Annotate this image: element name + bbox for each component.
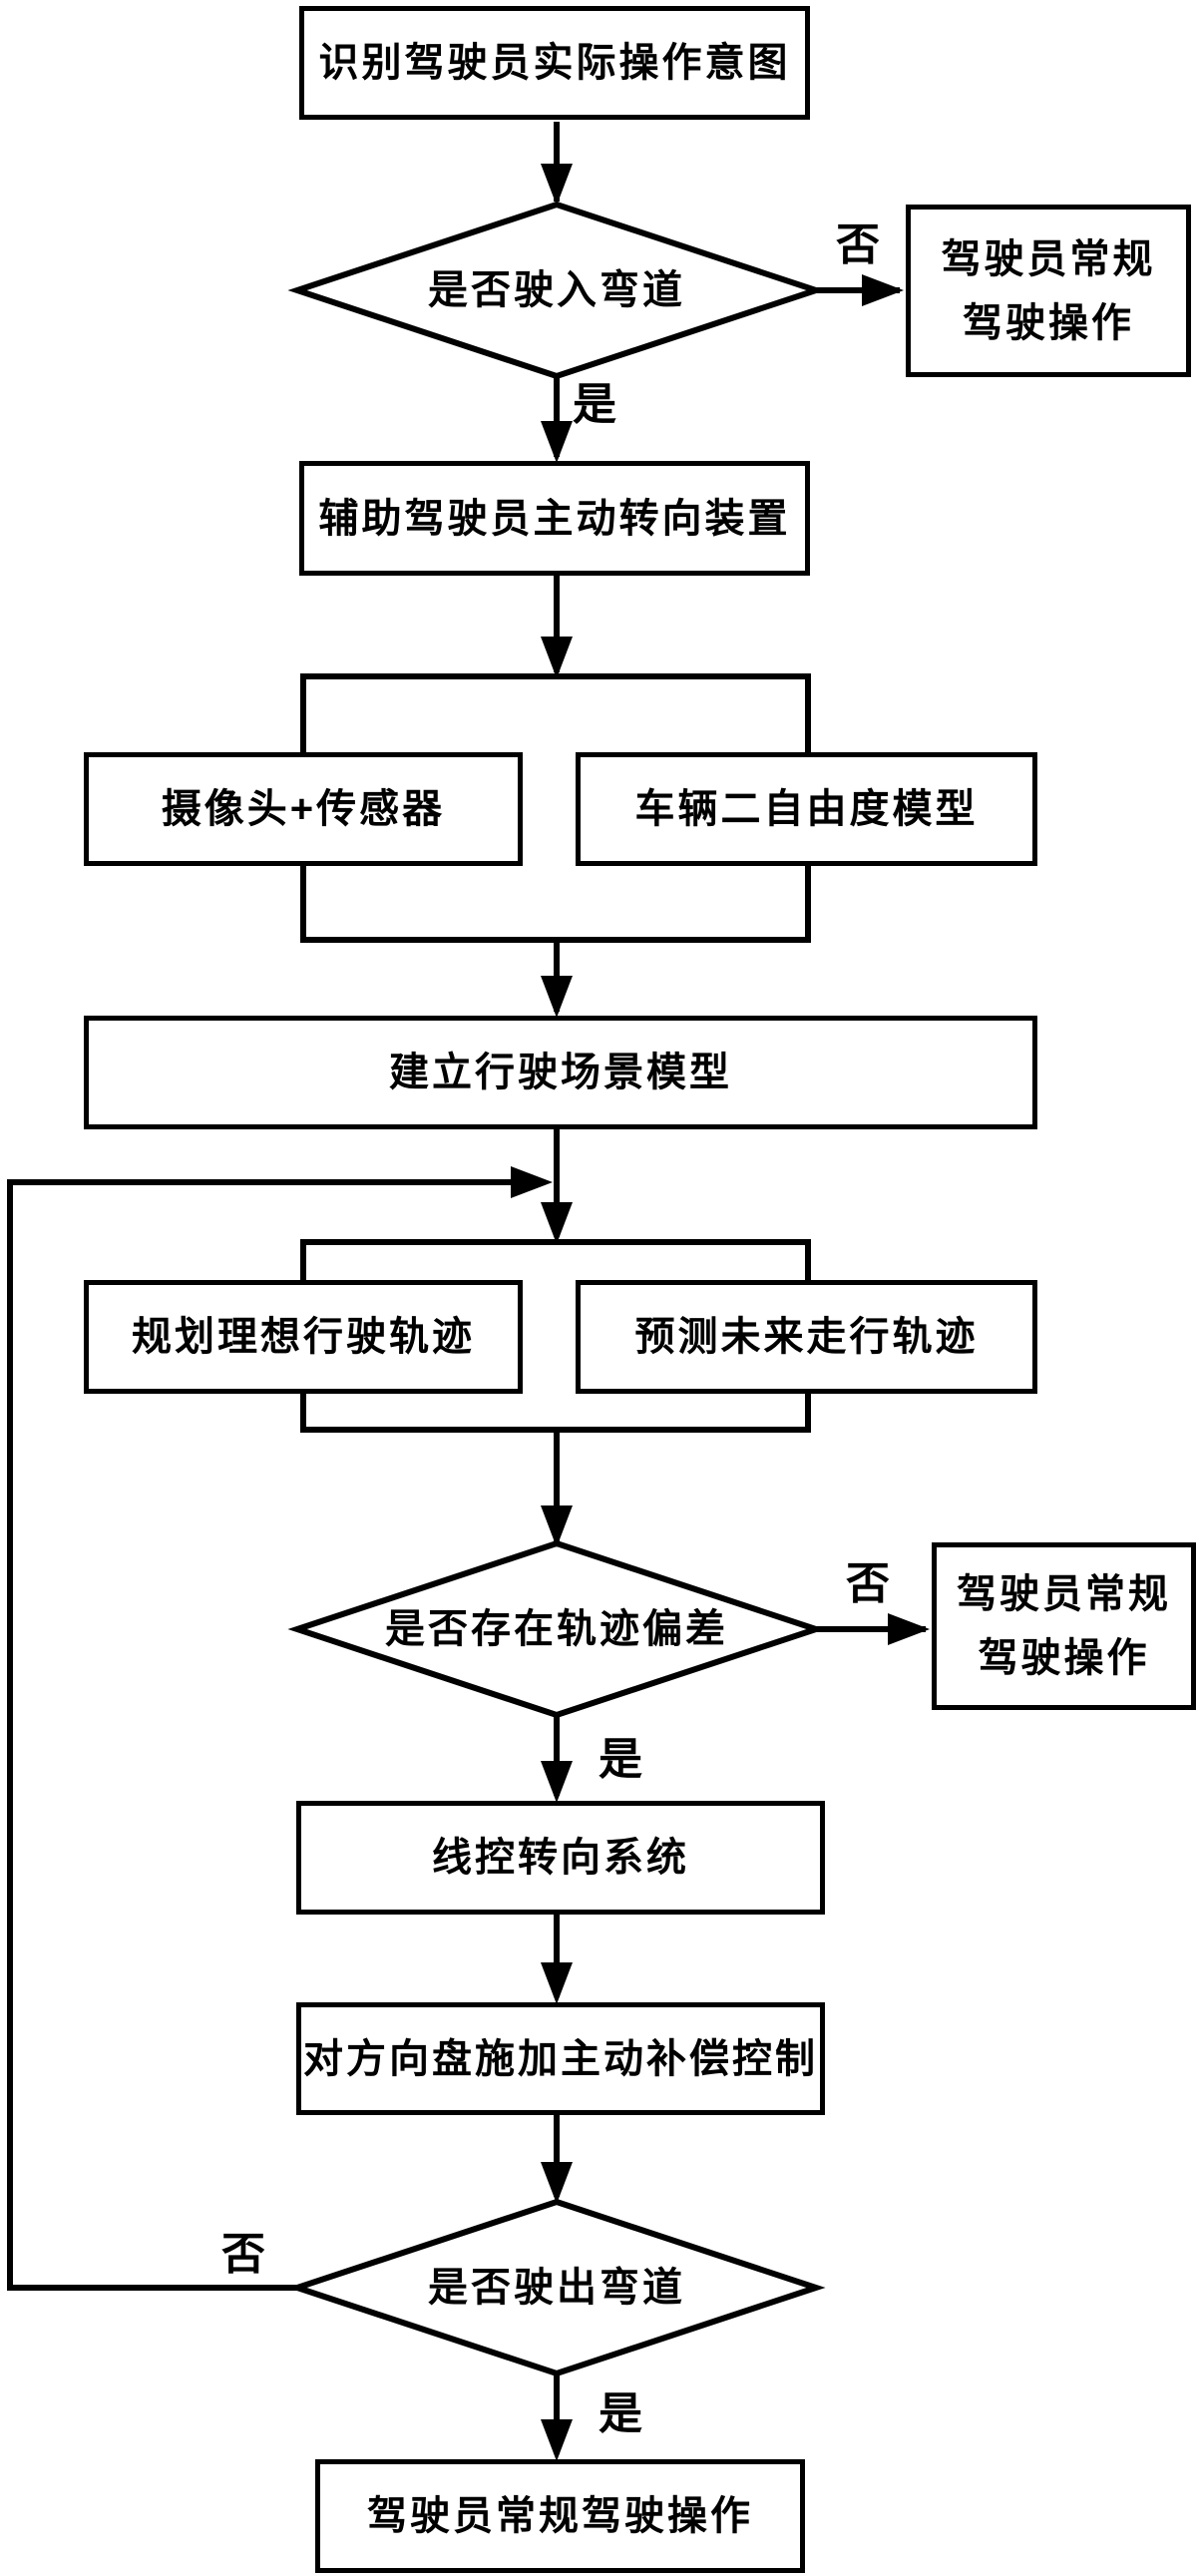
diamond-trajectory-deviation xyxy=(287,1539,826,1719)
node-normal-driving-end-label: 驾驶员常规驾驶操作 xyxy=(367,2494,753,2538)
arrowhead-down-icon xyxy=(541,1962,573,2004)
arrowhead-right-icon xyxy=(511,1166,553,1198)
edge-label-no-3: 否 xyxy=(221,2230,265,2279)
arrowhead-down-icon xyxy=(541,976,573,1018)
node-vehicle-2dof-model-label: 车辆二自由度模型 xyxy=(634,787,979,831)
arrowhead-down-icon xyxy=(541,637,573,678)
node-driving-scene-model: 建立行驶场景模型 xyxy=(84,1016,1037,1129)
arrowhead-down-icon xyxy=(541,1202,573,1244)
split1-top-bar xyxy=(300,673,811,752)
edge-label-yes-2: 是 xyxy=(599,1735,642,1784)
edge-label-yes-1: 是 xyxy=(573,380,616,429)
arrowhead-right-icon xyxy=(888,1613,930,1645)
arrowhead-right-icon xyxy=(862,274,904,306)
diamond-exit-curve xyxy=(287,2198,826,2377)
split2-bottom-bar xyxy=(300,1393,811,1433)
split1-bottom-bar xyxy=(300,866,811,943)
node-plan-ideal-trajectory: 规划理想行驶轨迹 xyxy=(84,1280,523,1394)
arrowhead-down-icon xyxy=(541,164,573,206)
node-normal-driving-end: 驾驶员常规驾驶操作 xyxy=(315,2459,805,2573)
node-vehicle-2dof-model: 车辆二自由度模型 xyxy=(576,752,1037,866)
node-normal-driving-1-label: 驾驶员常规 驾驶操作 xyxy=(941,236,1156,345)
node-identify-intent-label: 识别驾驶员实际操作意图 xyxy=(318,41,791,85)
feedback-loop-line xyxy=(7,1179,539,2291)
edge-label-yes-3: 是 xyxy=(599,2389,642,2438)
node-camera-sensor: 摄像头+传感器 xyxy=(84,752,523,866)
node-plan-ideal-trajectory-label: 规划理想行驶轨迹 xyxy=(132,1315,475,1359)
node-steering-wheel-compensation-label: 对方向盘施加主动补偿控制 xyxy=(303,2036,818,2081)
node-normal-driving-1: 驾驶员常规 驾驶操作 xyxy=(906,205,1191,377)
node-steer-by-wire-system: 线控转向系统 xyxy=(296,1801,825,1915)
diamond-enter-curve xyxy=(287,201,826,380)
node-predict-future-trajectory-label: 预测未来走行轨迹 xyxy=(634,1315,979,1359)
decision-shapes xyxy=(287,201,826,2377)
node-normal-driving-2-label: 驾驶员常规 驾驶操作 xyxy=(957,1572,1171,1680)
edge-label-no-2: 否 xyxy=(846,1559,890,1608)
node-steering-wheel-compensation: 对方向盘施加主动补偿控制 xyxy=(296,2002,825,2115)
arrowhead-down-icon xyxy=(541,2162,573,2204)
node-active-steering-assist-label: 辅助驾驶员主动转向装置 xyxy=(318,496,791,541)
node-steer-by-wire-system-label: 线控转向系统 xyxy=(432,1836,689,1880)
node-active-steering-assist: 辅助驾驶员主动转向装置 xyxy=(299,461,810,576)
node-driving-scene-model-label: 建立行驶场景模型 xyxy=(389,1051,732,1094)
arrowhead-down-icon xyxy=(541,421,573,463)
node-camera-sensor-label: 摄像头+传感器 xyxy=(161,787,446,831)
node-identify-intent: 识别驾驶员实际操作意图 xyxy=(299,6,810,120)
arrowhead-down-icon xyxy=(541,1761,573,1803)
arrowhead-down-icon xyxy=(541,2419,573,2461)
node-normal-driving-2: 驾驶员常规 驾驶操作 xyxy=(932,1542,1196,1710)
arrowheads xyxy=(511,164,930,2461)
edge-label-no-1: 否 xyxy=(836,220,880,269)
split2-top-bar xyxy=(300,1239,811,1280)
arrowhead-down-icon xyxy=(541,1505,573,1547)
node-predict-future-trajectory: 预测未来走行轨迹 xyxy=(576,1280,1037,1394)
